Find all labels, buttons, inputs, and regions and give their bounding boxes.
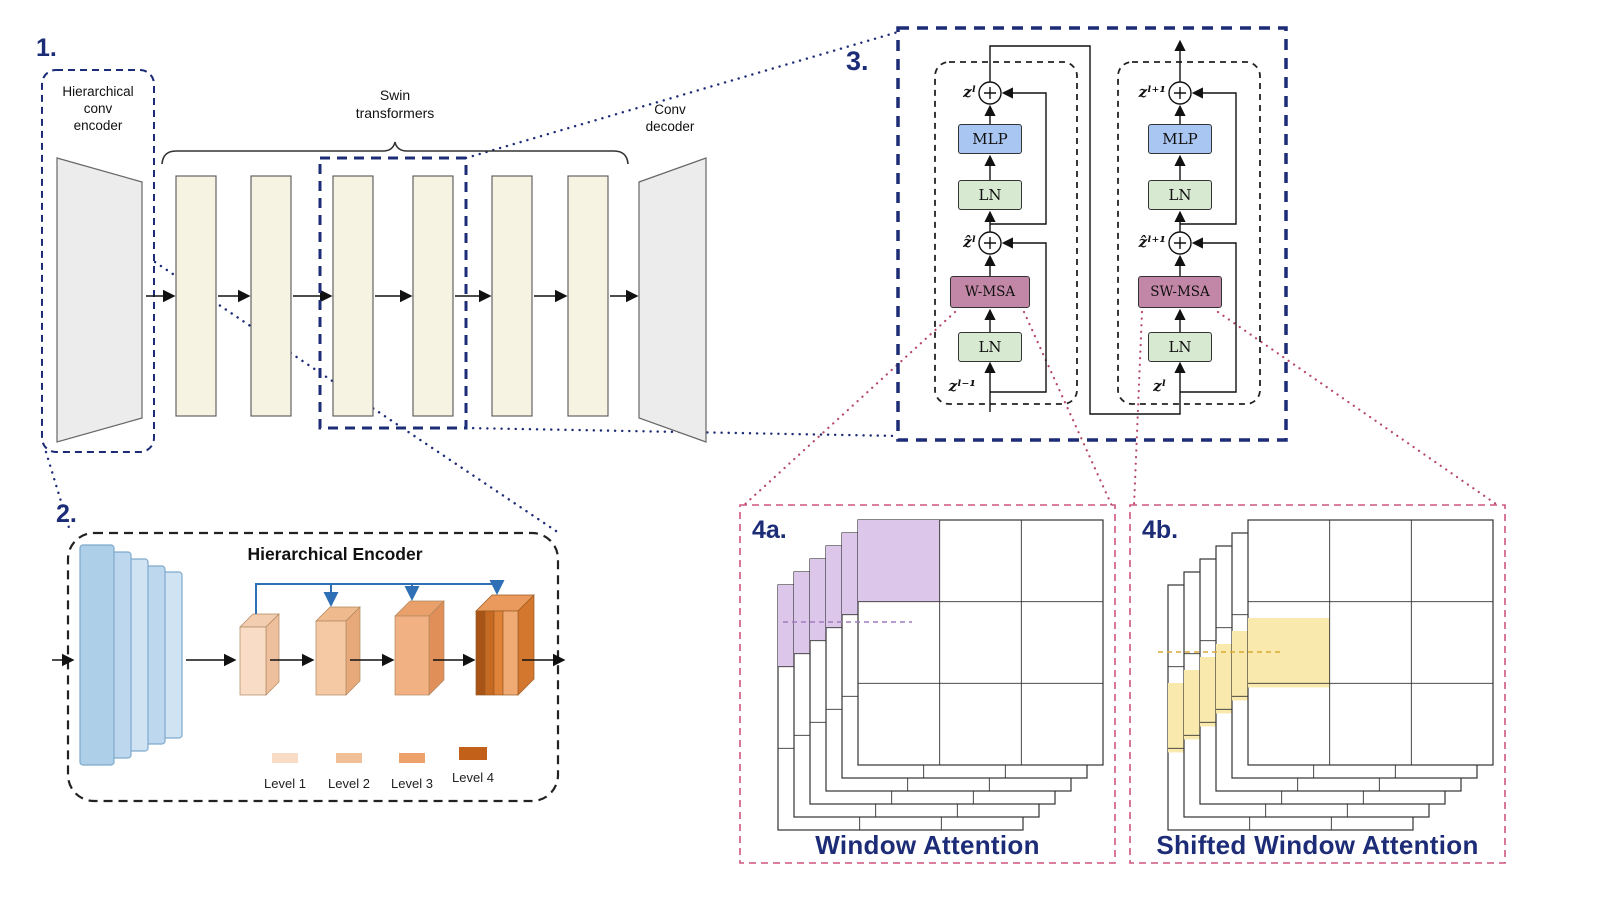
swin-block-2 xyxy=(250,175,292,417)
level3-slab xyxy=(394,600,445,696)
swin-brace xyxy=(161,141,629,165)
z-in-label-left: zˡ⁻¹ xyxy=(948,377,976,395)
zoom-line-box-to-sec3-top xyxy=(464,30,900,160)
block-flow-lines xyxy=(984,39,1237,415)
ln-top-box-left: LN xyxy=(958,180,1022,210)
mlp-box-left: MLP xyxy=(958,124,1022,154)
level2-slab xyxy=(315,606,361,696)
level2-swatch xyxy=(336,753,362,763)
z-in-label-right: zˡ xyxy=(1153,377,1166,395)
conv-feature-stack xyxy=(79,544,183,766)
window-attention-label: Window Attention xyxy=(815,830,1040,860)
section1-number: 1. xyxy=(36,34,57,62)
mlp-box-right: MLP xyxy=(1148,124,1212,154)
ln-top-box-right: LN xyxy=(1148,180,1212,210)
transformer-pair-box xyxy=(896,26,1288,442)
swmsa-to-4b-left-line xyxy=(1132,310,1144,508)
wmsa-to-4a-right-line xyxy=(1022,310,1114,508)
z-mid-label-right: ẑˡ⁺¹ xyxy=(1138,233,1166,251)
wmsa-box: W-MSA xyxy=(950,276,1030,308)
hierarchical-encoder-title: Hierarchical Encoder xyxy=(247,544,423,564)
ln-bottom-box-right: LN xyxy=(1148,332,1212,362)
zoom-line-encoder-to-sec2-left xyxy=(44,450,72,533)
attention-sheet xyxy=(857,519,1104,766)
section2-number: 2. xyxy=(56,500,77,528)
wmsa-block-box xyxy=(934,61,1078,405)
level3-swatch xyxy=(399,753,425,763)
section3-transformer-blocks xyxy=(896,26,1288,442)
swin-block-4 xyxy=(412,175,454,417)
level1-label: Level 1 xyxy=(264,776,306,791)
ln-bottom-box-left: LN xyxy=(958,332,1022,362)
level1-slab xyxy=(239,613,280,696)
z-out-label-left: zˡ xyxy=(963,83,976,101)
swmsa-to-4b-right-line xyxy=(1216,310,1501,508)
swmsa-box: SW-MSA xyxy=(1138,276,1222,308)
swmsa-block-box xyxy=(1117,61,1261,405)
level3-label: Level 3 xyxy=(391,776,433,791)
encoder-caption: Hierarchical conv encoder xyxy=(62,84,134,133)
z-out-label-right: zˡ⁺¹ xyxy=(1138,83,1166,101)
shifted-window-grid-stack xyxy=(1167,519,1494,831)
attention-sheet xyxy=(1247,519,1494,766)
zoom-line-box-to-sec3-bottom xyxy=(464,426,900,438)
attention-connectors xyxy=(741,310,1501,508)
wmsa-to-4a-left-line xyxy=(741,310,957,508)
window-attention-box xyxy=(739,504,1116,864)
swin-block-5 xyxy=(491,175,533,417)
swin-block-6 xyxy=(567,175,609,417)
z-mid-label-left: ẑˡ xyxy=(963,233,976,251)
level4-label: Level 4 xyxy=(452,770,494,785)
section3-number: 3. xyxy=(846,46,869,76)
section4b-number: 4b. xyxy=(1142,516,1179,544)
conv-decoder-caption: Conv decoder xyxy=(645,102,695,134)
section4a-number: 4a. xyxy=(752,516,787,544)
hierarchical-encoder-box xyxy=(66,531,560,803)
swin-block-1 xyxy=(175,175,217,417)
skip-projection-arrows xyxy=(255,580,505,614)
window-grid-stack xyxy=(777,519,1104,831)
add-operators xyxy=(978,81,1192,255)
swin-transformers-caption: Swin transformers xyxy=(355,87,435,122)
section4-attention xyxy=(739,504,1506,864)
level2-label: Level 2 xyxy=(328,776,370,791)
conv-decoder-shape xyxy=(638,157,707,443)
shifted-window-attention-box xyxy=(1129,504,1506,864)
section1-architecture xyxy=(41,69,707,453)
level4-slab xyxy=(475,594,535,696)
swin-pair-highlight-box xyxy=(318,156,468,430)
shifted-window-attention-label: Shifted Window Attention xyxy=(1156,830,1479,860)
encoder-dashed-box xyxy=(41,69,155,453)
level4-swatch xyxy=(459,747,487,760)
swin-block-3 xyxy=(332,175,374,417)
conv-encoder-shape xyxy=(56,157,143,443)
level1-swatch xyxy=(272,753,298,763)
section2-hierarchical-encoder xyxy=(52,531,566,803)
